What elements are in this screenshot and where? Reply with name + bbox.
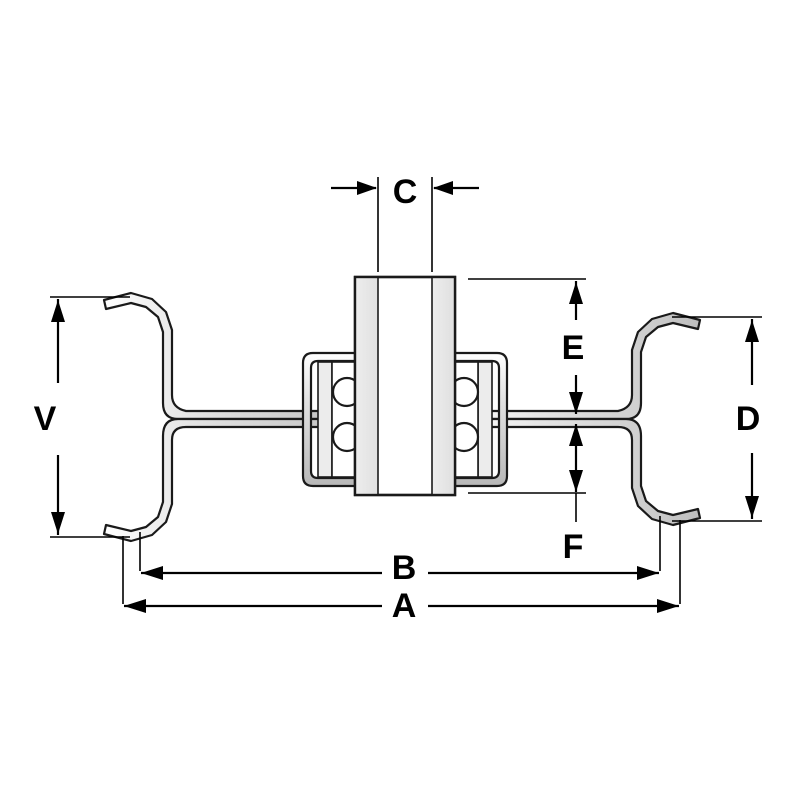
center-hub-outline	[353, 275, 457, 497]
dimension-B: B	[139, 516, 661, 587]
dimension-A: A	[122, 520, 681, 625]
center-hub	[353, 275, 457, 497]
dimension-D-arrow-top	[745, 320, 759, 342]
center-hub-right-shade	[432, 278, 454, 494]
left-bracket-inner-strip	[317, 361, 333, 478]
dimension-A-arrow-right	[657, 599, 679, 613]
right-bracket-inner-strip	[477, 361, 493, 478]
dimension-D-label: D	[736, 400, 761, 438]
dimension-E: E	[468, 278, 586, 414]
dimension-D: D	[672, 316, 762, 522]
dimension-F-label: F	[563, 528, 584, 566]
dimension-C: C	[331, 173, 479, 272]
dimension-E-label: E	[562, 329, 585, 367]
dimension-B-arrow-left	[141, 566, 163, 580]
dimension-F: F	[468, 424, 586, 566]
dimension-V: V	[34, 296, 130, 538]
center-hub-left-shade	[356, 278, 378, 494]
dimension-B-label: B	[392, 549, 417, 587]
dimension-A-label: A	[392, 587, 417, 625]
dimension-V-arrow-top	[51, 300, 65, 322]
dimension-E-arrow-top	[569, 282, 583, 304]
dimension-V-arrow-bottom	[51, 512, 65, 534]
dimension-B-arrow-right	[637, 566, 659, 580]
dimension-D-arrow-bottom	[745, 496, 759, 518]
dimension-C-arrow-left	[357, 181, 377, 195]
dimension-V-label: V	[34, 400, 57, 438]
dimension-C-label: C	[393, 173, 418, 211]
dimension-F-arrow-bottom	[569, 470, 583, 492]
dimension-C-arrow-right	[433, 181, 453, 195]
dimension-F-arrow-top	[569, 424, 583, 446]
dimension-E-arrow-bottom	[569, 392, 583, 414]
left-bracket-band	[301, 351, 372, 488]
right-bracket-band	[438, 351, 509, 488]
dimension-A-arrow-left	[124, 599, 146, 613]
blade-part-geometry	[102, 275, 702, 543]
